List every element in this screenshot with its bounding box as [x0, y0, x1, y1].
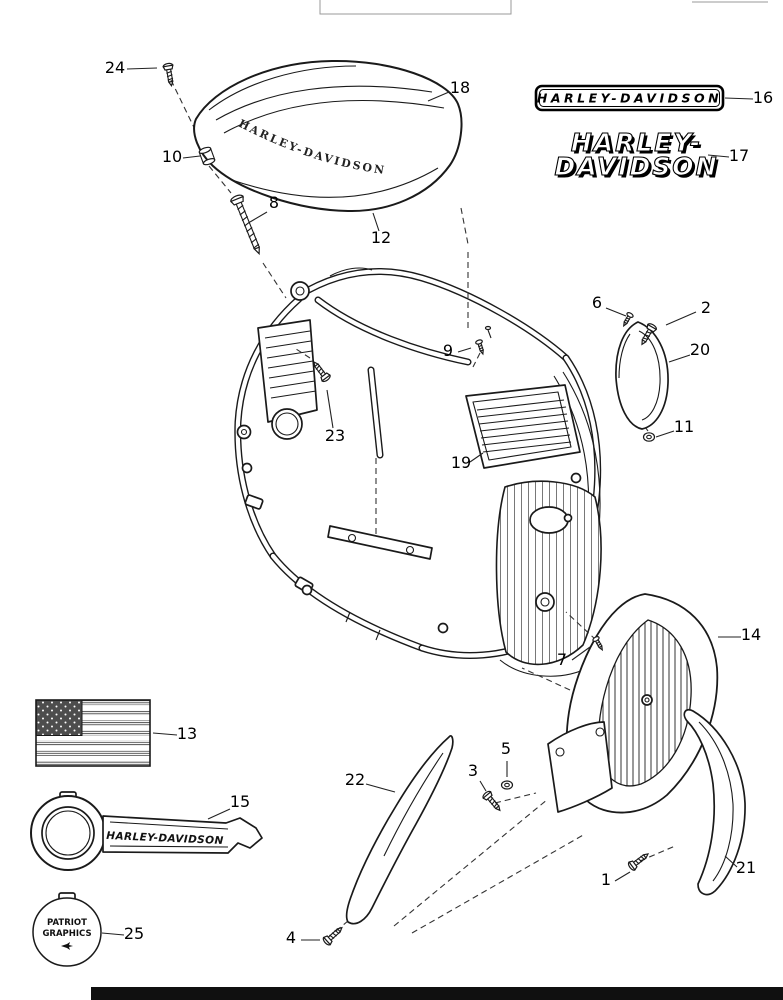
decal-bar-badge: HARLEY-DAVIDSON: [534, 84, 725, 112]
callout-number-25: 25: [124, 924, 144, 943]
flag-border: [35, 699, 151, 767]
callout-leader-3: [479, 780, 487, 792]
stacked-logo-line2: DAVIDSON: [555, 152, 719, 181]
key-decal-text: HARLEY-DAVIDSON: [106, 830, 224, 847]
callout-number-24: 24: [105, 58, 125, 77]
callout-number-14: 14: [741, 625, 761, 644]
callout-number-3: 3: [468, 761, 478, 780]
callout-leader-17: [707, 154, 730, 158]
callout-leader-19: [469, 452, 484, 463]
callout-number-6: 6: [592, 293, 602, 312]
part-washer-5: [500, 780, 514, 790]
callout-number-13: 13: [177, 724, 197, 743]
callout-number-20: 20: [690, 340, 710, 359]
callout-number-17: 17: [729, 146, 749, 165]
callout-leader-12: [372, 212, 380, 232]
callout-leader-9: [457, 347, 472, 353]
part-spacer-10: [198, 146, 216, 166]
callout-number-10: 10: [162, 147, 182, 166]
part-screw-8: [229, 192, 266, 257]
callout-number-23: 23: [325, 426, 345, 445]
callout-leader-23: [326, 389, 334, 429]
part-pin-9: [484, 325, 492, 339]
cropped-header-box: [319, 0, 512, 15]
callout-leader-13: [152, 732, 178, 736]
callout-leader-22: [365, 783, 396, 793]
part-side-cover-right: [615, 321, 669, 430]
bar-badge-text: HARLEY-DAVIDSON: [537, 91, 722, 106]
callout-leader-1: [614, 871, 631, 882]
decal-patriot-badge: PATRIOT GRAPHICS: [32, 892, 102, 967]
callout-number-8: 8: [269, 193, 279, 212]
callout-leader-15: [207, 808, 231, 820]
page-artifacts: [91, 0, 783, 1000]
stacked-logo-shadow-line2: DAVIDSON: [557, 155, 721, 184]
callout-number-22: 22: [345, 770, 365, 789]
decal-stacked-logo: HARLEY- DAVIDSON HARLEY- DAVIDSON: [554, 127, 721, 184]
part-front-spoiler: [345, 735, 454, 925]
callout-number-11: 11: [674, 417, 694, 436]
patriot-text-line1: PATRIOT: [47, 918, 87, 928]
callout-leader-10: [182, 155, 201, 159]
steering-neck: [290, 281, 310, 301]
callout-leader-7: [571, 646, 591, 661]
decal-key-logo: HARLEY-DAVIDSON: [30, 791, 263, 871]
callout-number-18: 18: [450, 78, 470, 97]
frame-left-vent-panel: [257, 319, 318, 440]
callout-leader-21: [724, 855, 738, 868]
part-screw-9: [474, 338, 487, 356]
part-screw-24: [162, 62, 177, 88]
callout-leader-20: [668, 354, 691, 363]
callout-number-15: 15: [230, 792, 250, 811]
decal-us-flag: [35, 699, 151, 767]
callout-leader-2: [665, 311, 697, 326]
callouts-layer: 1234567891011121314151617181920212223242…: [101, 58, 773, 947]
part-screw-4: [321, 923, 346, 947]
callout-number-21: 21: [736, 858, 756, 877]
callout-leader-11: [655, 430, 675, 438]
flag-canton: [35, 699, 83, 736]
callout-number-16: 16: [753, 88, 773, 107]
patriot-text-line2: GRAPHICS: [42, 929, 91, 939]
stacked-logo-shadow-line1: HARLEY-: [573, 131, 704, 160]
part-frame: [234, 267, 602, 677]
rear-cluster: [495, 480, 602, 666]
callout-number-5: 5: [501, 739, 511, 758]
callout-number-1: 1: [601, 870, 611, 889]
plane-icon: [61, 942, 73, 950]
callout-leader-8: [249, 211, 268, 223]
part-fuel-tank: HARLEY-DAVIDSON: [193, 59, 463, 213]
callout-number-7: 7: [557, 650, 567, 669]
callout-leader-16: [724, 97, 754, 100]
callout-leader-6: [605, 307, 627, 317]
callout-number-12: 12: [371, 228, 391, 247]
part-washer-11: [642, 432, 656, 442]
part-trim-strip: [683, 708, 746, 896]
callout-leader-24: [126, 67, 158, 70]
callout-number-19: 19: [451, 453, 471, 472]
callout-leader-25: [101, 932, 125, 936]
part-mount-bracket: [547, 721, 613, 813]
callout-leader-18: [427, 91, 450, 102]
callout-number-4: 4: [286, 928, 296, 947]
callout-number-9: 9: [443, 341, 453, 360]
part-screw-1: [626, 849, 652, 872]
stacked-logo-line1: HARLEY-: [571, 128, 702, 157]
part-vented-panel-19: [465, 384, 581, 469]
bottom-scan-bar: [91, 987, 783, 1000]
callout-number-2: 2: [701, 298, 711, 317]
